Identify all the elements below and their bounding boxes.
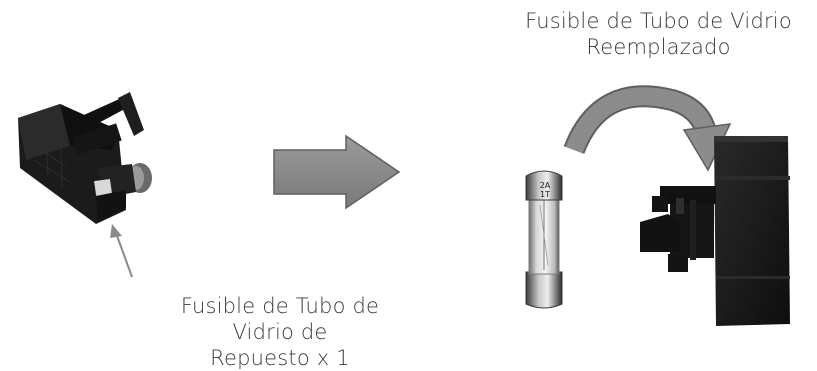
open-fuse-holder-image bbox=[640, 136, 790, 326]
fuse-marking-line1: 2A bbox=[540, 181, 551, 190]
spare-fuse-holder-image bbox=[18, 92, 152, 224]
curved-arrow bbox=[563, 85, 732, 172]
fuse-replacement-diagram: 2A 1T bbox=[18, 85, 790, 326]
right-arrow bbox=[273, 134, 401, 210]
replaced-fuse-caption-line2: Reemplazado bbox=[586, 35, 731, 59]
glass-tube-fuse-image: 2A 1T bbox=[525, 170, 563, 309]
pointer-line bbox=[110, 224, 133, 278]
spare-fuse-caption-line1: Fusible de Tubo de Vidrio de bbox=[180, 294, 380, 344]
replaced-fuse-caption: Fusible de Tubo de Vidrio Reemplazado bbox=[500, 8, 817, 60]
fuse-marking-line2: 1T bbox=[540, 190, 550, 199]
replaced-fuse-caption-line1: Fusible de Tubo de Vidrio bbox=[525, 9, 792, 33]
